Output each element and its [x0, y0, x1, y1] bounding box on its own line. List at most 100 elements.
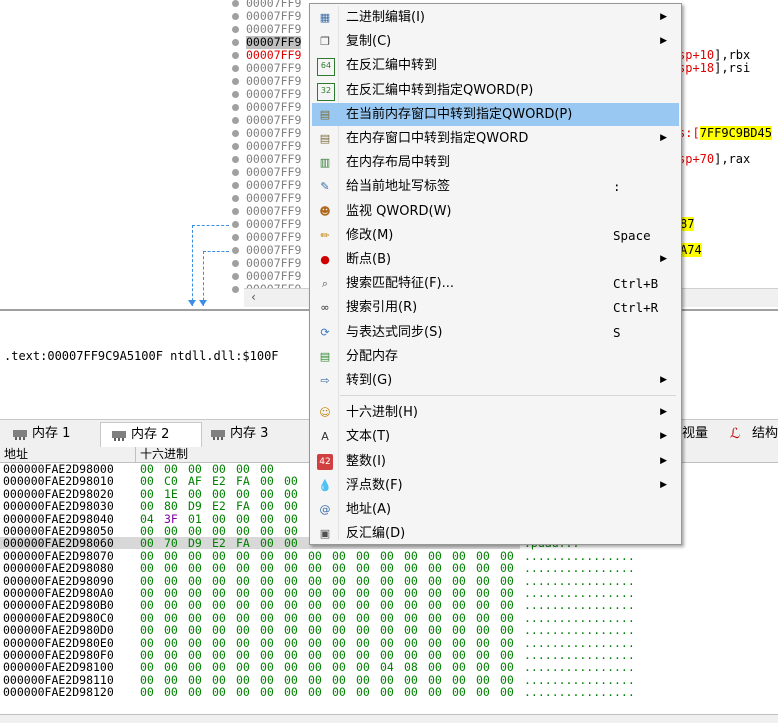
hex-byte[interactable]: 00	[236, 660, 250, 675]
hex-byte[interactable]: 00	[380, 598, 394, 613]
ascii-column[interactable]: ................	[524, 685, 635, 700]
hex-byte[interactable]: 00	[260, 536, 274, 551]
hex-byte[interactable]: 00	[140, 524, 154, 538]
hex-byte[interactable]: 00	[332, 561, 346, 576]
disasm-address[interactable]: 00007FF9	[246, 217, 302, 231]
hex-byte[interactable]: FA	[236, 499, 250, 514]
hex-byte[interactable]: 00	[428, 648, 442, 662]
hex-byte[interactable]: 00	[476, 672, 490, 687]
hex-byte[interactable]: 00	[236, 672, 250, 687]
hex-byte[interactable]: 00	[140, 573, 154, 588]
hex-byte[interactable]: 00	[188, 548, 202, 563]
hex-byte[interactable]: 00	[356, 573, 370, 588]
hex-byte[interactable]: 00	[476, 586, 490, 600]
hex-byte[interactable]: 00	[284, 524, 298, 538]
tab-memory-1[interactable]: 内存 1	[2, 422, 108, 446]
hex-byte[interactable]: 00	[452, 561, 466, 576]
disasm-address[interactable]: 00007FF9	[246, 139, 302, 153]
menu-item[interactable]: ❐复制(C)▶	[312, 30, 679, 53]
hex-byte[interactable]: 00	[284, 561, 298, 576]
breakpoint-dot[interactable]	[232, 13, 239, 20]
hex-byte[interactable]: 00	[140, 486, 154, 501]
hex-byte[interactable]: 00	[380, 561, 394, 576]
hex-byte[interactable]: 00	[500, 586, 514, 600]
hex-byte[interactable]: 00	[428, 586, 442, 600]
hex-byte[interactable]: 00	[260, 486, 274, 501]
hex-byte[interactable]: 00	[260, 648, 274, 662]
ascii-column[interactable]: ................	[524, 660, 635, 675]
hex-byte[interactable]: 00	[236, 610, 250, 625]
hex-byte[interactable]: 00	[404, 623, 418, 638]
hex-byte[interactable]: 00	[284, 685, 298, 700]
hex-byte[interactable]: 00	[332, 548, 346, 563]
disasm-address[interactable]: 00007FF9	[246, 269, 302, 283]
ascii-column[interactable]: ................	[524, 598, 635, 613]
hex-byte[interactable]: 00	[380, 586, 394, 600]
hex-byte[interactable]: 00	[188, 486, 202, 501]
hex-byte[interactable]: 00	[188, 635, 202, 650]
hex-byte[interactable]: 00	[332, 598, 346, 613]
hex-byte[interactable]: 00	[284, 623, 298, 638]
ascii-column[interactable]: ................	[524, 635, 635, 650]
hex-byte[interactable]: 00	[428, 610, 442, 625]
menu-item[interactable]: ▤在当前内存窗口中转到指定QWORD(P)	[312, 102, 679, 126]
breakpoint-dot[interactable]	[232, 286, 239, 293]
hex-byte[interactable]: E2	[212, 499, 226, 514]
hex-byte[interactable]: 00	[332, 660, 346, 675]
hex-byte[interactable]: 00	[452, 685, 466, 700]
hex-byte[interactable]: 00	[428, 598, 442, 613]
hex-byte[interactable]: C0	[164, 474, 178, 489]
hex-byte[interactable]: 00	[308, 685, 322, 700]
hex-byte[interactable]: 00	[356, 685, 370, 700]
menu-item[interactable]: 💧浮点数(F)▶	[312, 474, 679, 497]
hex-byte[interactable]: 00	[356, 672, 370, 687]
menu-item[interactable]: ∞搜索引用(R)Ctrl+R	[312, 296, 679, 319]
breakpoint-dot[interactable]	[232, 208, 239, 215]
hex-byte[interactable]: 00	[212, 548, 226, 563]
hex-byte[interactable]: 00	[260, 573, 274, 588]
hex-byte[interactable]: 00	[404, 548, 418, 563]
menu-item[interactable]: ▤在内存窗口中转到指定QWORD▶	[312, 127, 679, 150]
hex-byte[interactable]: 00	[212, 561, 226, 576]
hex-byte[interactable]: 00	[212, 623, 226, 638]
hex-byte[interactable]: 00	[212, 486, 226, 501]
hex-byte[interactable]: 00	[212, 511, 226, 526]
breakpoint-dot[interactable]	[232, 65, 239, 72]
hex-byte[interactable]: 00	[164, 635, 178, 650]
hex-byte[interactable]: 00	[212, 524, 226, 538]
hex-byte[interactable]: 00	[236, 635, 250, 650]
hex-byte[interactable]: 00	[260, 672, 274, 687]
hex-byte[interactable]: 00	[428, 573, 442, 588]
hex-byte[interactable]: 00	[260, 685, 274, 700]
menu-item[interactable]: ⌕搜索匹配特征(F)...Ctrl+B	[312, 272, 679, 295]
breakpoint-dot[interactable]	[232, 26, 239, 33]
hex-byte[interactable]: 00	[284, 499, 298, 514]
hex-byte[interactable]: 00	[428, 561, 442, 576]
hex-byte[interactable]: 00	[380, 548, 394, 563]
hex-byte[interactable]: 00	[476, 623, 490, 638]
hex-byte[interactable]: E2	[212, 536, 226, 551]
hex-byte[interactable]: 00	[356, 561, 370, 576]
hex-byte[interactable]: FA	[236, 536, 250, 551]
scroll-left-icon[interactable]: ‹	[250, 290, 258, 304]
breakpoint-dot[interactable]	[232, 104, 239, 111]
disasm-address[interactable]: 00007FF9	[246, 243, 302, 257]
hex-byte[interactable]: 00	[500, 672, 514, 687]
disasm-address[interactable]: 00007FF9	[246, 165, 302, 179]
hex-byte[interactable]: 00	[500, 548, 514, 563]
hex-byte[interactable]: 00	[140, 586, 154, 600]
hex-byte[interactable]: 00	[500, 648, 514, 662]
breakpoint-dot[interactable]	[232, 78, 239, 85]
breakpoint-dot[interactable]	[232, 221, 239, 228]
hex-byte[interactable]: 00	[140, 648, 154, 662]
hex-byte[interactable]: 00	[212, 462, 226, 476]
hex-byte[interactable]: 00	[284, 536, 298, 551]
breakpoint-dot[interactable]	[232, 234, 239, 241]
hex-byte[interactable]: 00	[212, 660, 226, 675]
disasm-address[interactable]: 00007FF9	[246, 126, 302, 140]
hex-byte[interactable]: 01	[188, 511, 202, 526]
